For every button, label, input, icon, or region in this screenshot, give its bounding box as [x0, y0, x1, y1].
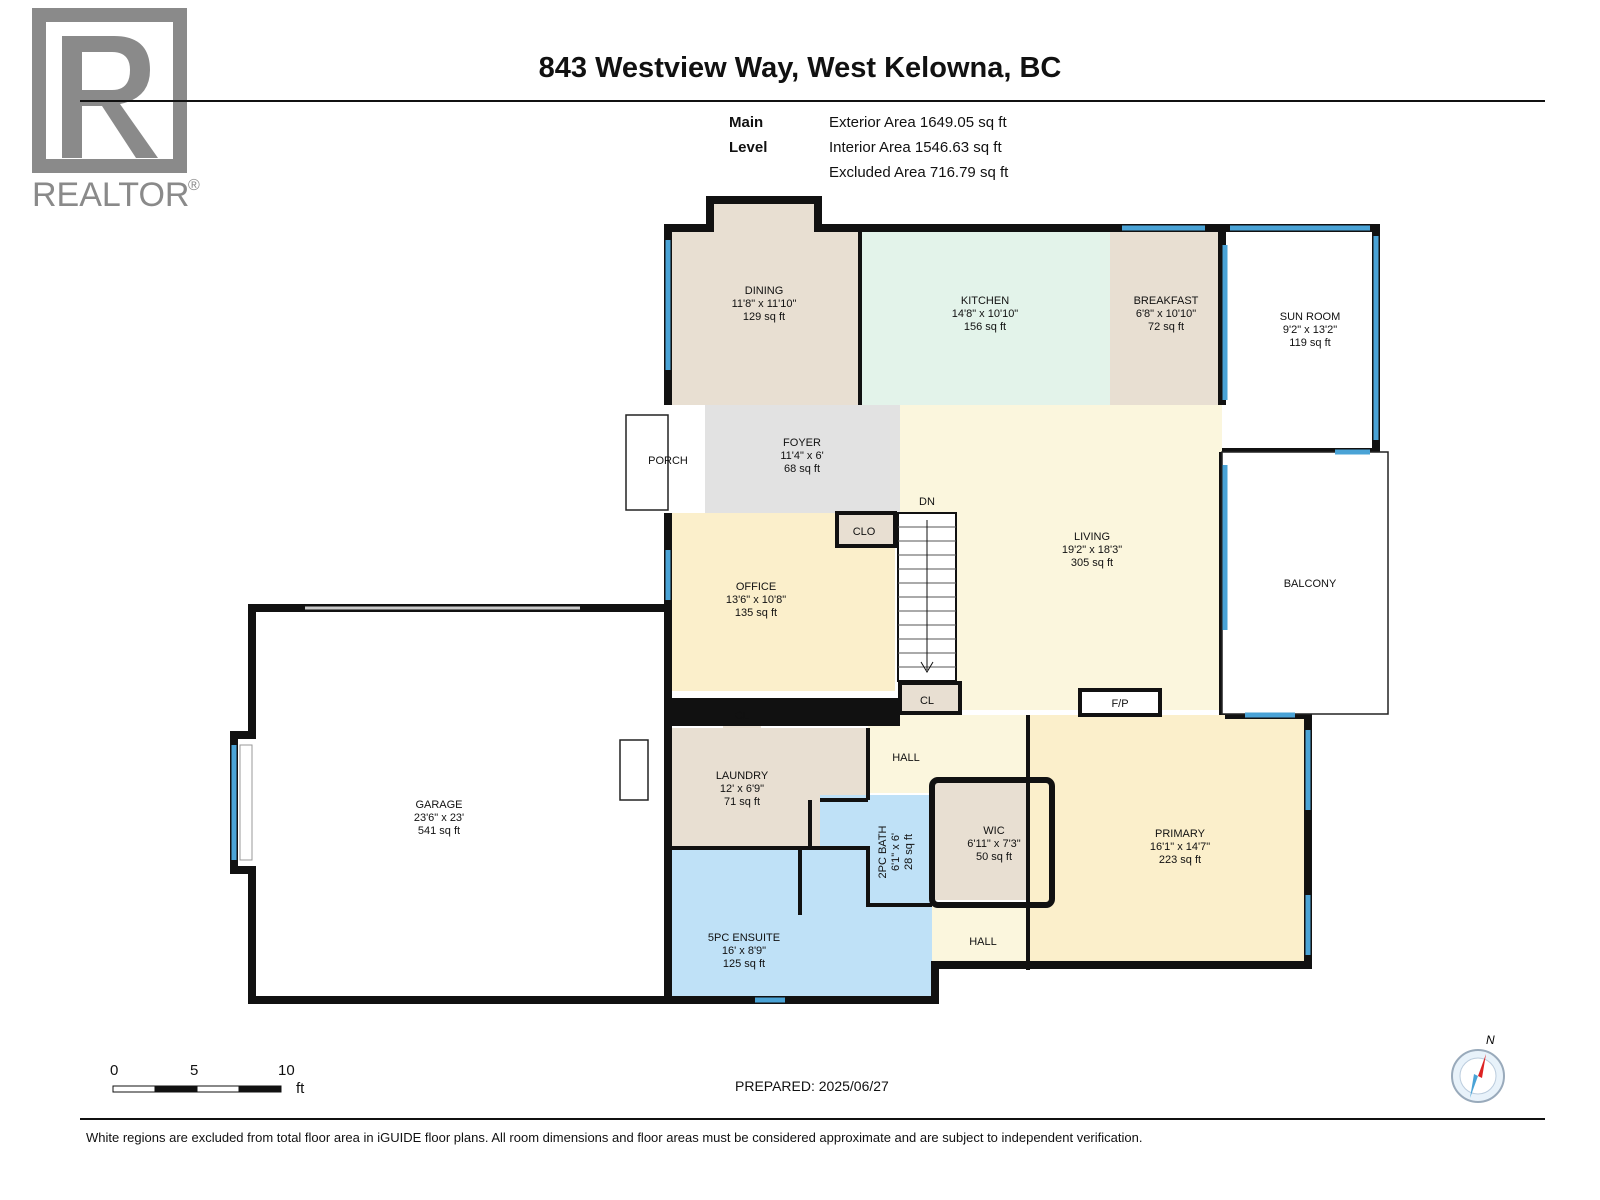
- fp-label: F/P: [1111, 698, 1128, 710]
- cl-label-stair: CL: [920, 695, 934, 707]
- walls: [230, 196, 1380, 1004]
- cl-label-laundry: CL: [735, 710, 749, 722]
- exterior-outlines: [619, 414, 1389, 801]
- svg-text:N: N: [1486, 1033, 1495, 1047]
- balcony-label: BALCONY: [1284, 578, 1337, 590]
- realtor-wordmark: REALTOR: [32, 176, 189, 214]
- porch-outline: [625, 414, 669, 511]
- north-wall: [664, 196, 1376, 405]
- clo-label: CLO: [853, 526, 876, 538]
- realtor-logo: REALTOR ®: [32, 8, 200, 214]
- level-name: Main Level: [729, 114, 768, 156]
- windows: [231, 225, 1379, 1003]
- dining-room: [668, 200, 860, 405]
- excluded-area: Excluded Area 716.79 sq ft: [829, 164, 1009, 181]
- footer-rule: [80, 1118, 1545, 1120]
- page-title: 843 Westview Way, West Kelowna, BC: [538, 52, 1062, 84]
- exterior-area: Exterior Area 1649.05 sq ft: [829, 114, 1007, 131]
- scale-bar: 0 5 10 ft: [110, 1062, 305, 1097]
- balcony-outline: [1221, 451, 1389, 715]
- svg-text:®: ®: [188, 177, 200, 194]
- interior-area: Interior Area 1546.63 sq ft: [829, 139, 1002, 156]
- svg-text:2PC BATH6'1" x 6'28 sq ft: 2PC BATH6'1" x 6'28 sq ft: [877, 825, 915, 878]
- prepared-date: PREPARED: 2025/06/27: [735, 1078, 889, 1094]
- breakfast-room: [1110, 228, 1222, 405]
- room-fills: [665, 200, 1308, 1000]
- stairs: [897, 512, 957, 682]
- header-rule: [80, 100, 1545, 102]
- cl-closet-stair: [900, 683, 960, 713]
- hall-label-lower: HALL: [969, 936, 997, 948]
- north-compass-icon: N: [1451, 1033, 1505, 1103]
- primary-room: [1028, 715, 1308, 965]
- disclaimer: White regions are excluded from total fl…: [86, 1130, 1143, 1145]
- porch-label: PORCH: [648, 455, 688, 467]
- hall-lower: [932, 905, 1028, 965]
- ensuite-room: [665, 848, 932, 1000]
- clo-closet: [837, 513, 895, 546]
- dn-label: DN: [919, 496, 935, 508]
- kitchen-room: [860, 228, 1110, 405]
- foyer-room: [705, 405, 900, 513]
- hall-label: HALL: [892, 752, 920, 764]
